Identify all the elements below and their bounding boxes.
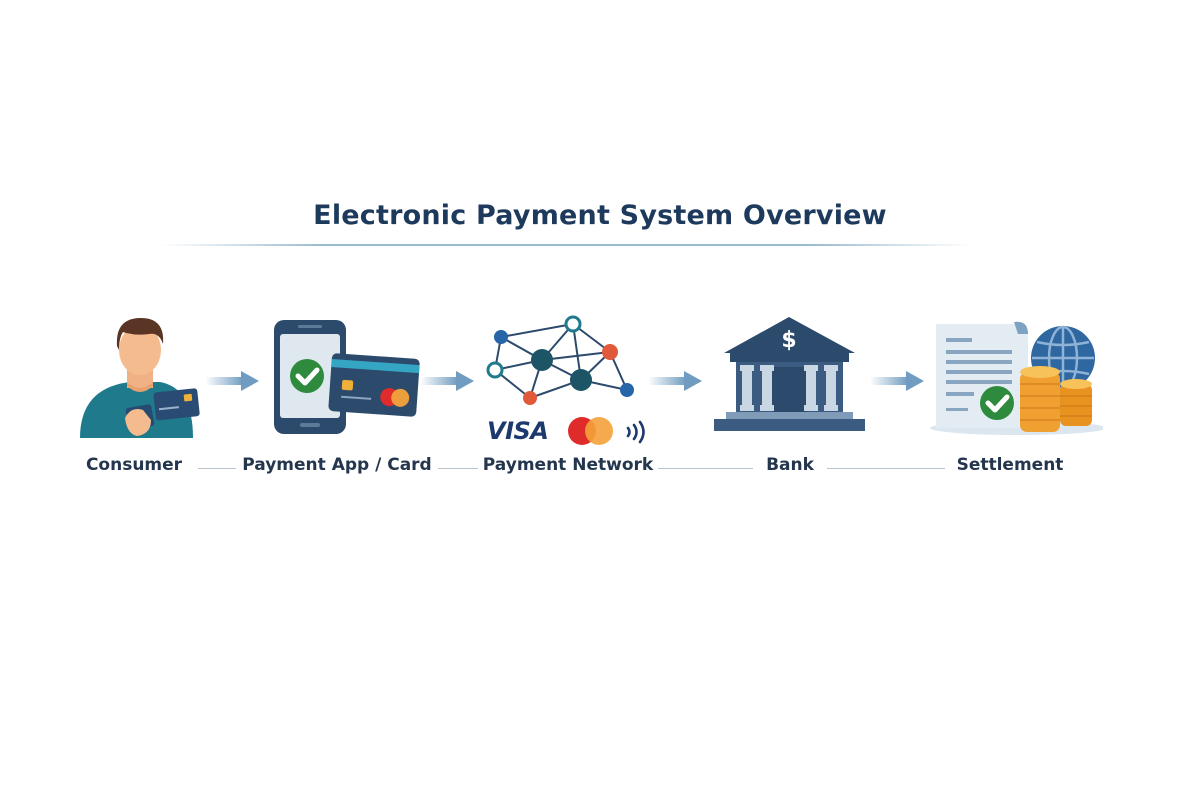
mastercard-logo (566, 416, 616, 450)
step-label-bank: Bank (766, 455, 814, 475)
contactless-icon (624, 418, 650, 450)
label-connector-4 (827, 468, 945, 469)
svg-text:$: $ (781, 328, 796, 353)
step-label-payment-app-card: Payment App / Card (242, 455, 432, 475)
step-label-settlement: Settlement (956, 455, 1064, 475)
flow-arrow-4 (870, 370, 925, 396)
settlement-icon (928, 318, 1106, 438)
step-label-payment-network: Payment Network (482, 455, 654, 475)
step-label-consumer: Consumer (85, 455, 183, 475)
payment-network-icon (485, 312, 635, 407)
bank-icon: $ (712, 315, 867, 433)
page-title: Electronic Payment System Overview (313, 200, 887, 231)
payment-app-card-icon (270, 318, 420, 438)
visa-logo: VISA (487, 417, 549, 445)
flow-arrow-2 (420, 370, 475, 396)
flow-arrow-3 (648, 370, 703, 396)
label-connector-2 (438, 468, 478, 469)
title-divider (160, 244, 970, 246)
label-connector-3 (658, 468, 753, 469)
consumer-icon (75, 310, 205, 440)
flow-arrow-1 (205, 370, 260, 396)
label-connector-1 (198, 468, 236, 469)
